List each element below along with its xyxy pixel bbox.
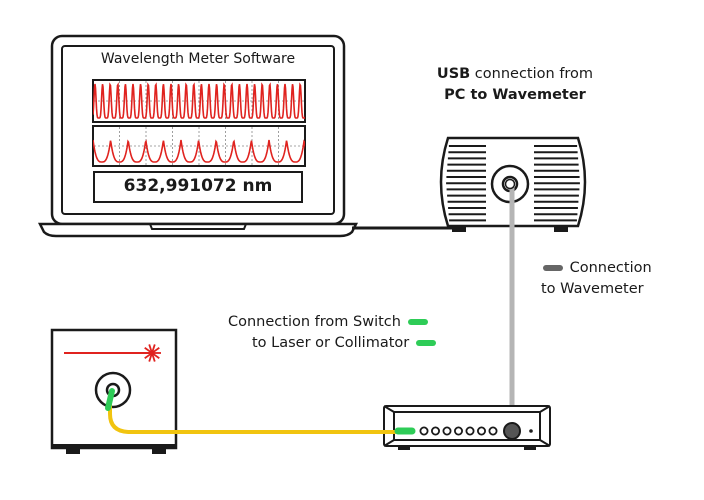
usb-label-line2: PC to Wavemeter: [444, 87, 586, 103]
laser-connector-green: [105, 388, 115, 411]
conn-switch-line2: to Laser or Collimator: [252, 335, 410, 351]
waveform-panel-bottom: [92, 125, 306, 167]
laser-starburst-icon: [143, 344, 161, 362]
conn-switch-line1: Connection from Switch: [228, 314, 401, 330]
waveform-panel-top: [92, 79, 306, 123]
laser-fiber: [108, 394, 404, 434]
conn-wavemeter-line1: Connection: [569, 260, 652, 276]
wavelength-readout: 632,991072 nm: [123, 176, 273, 196]
usb-label-bold: USB: [436, 66, 471, 82]
readout-box: [93, 171, 303, 203]
gray-fiber-legend-icon: [543, 265, 563, 271]
conn-wavemeter-line2: to Wavemeter: [541, 281, 644, 297]
fiber-switch: [383, 405, 551, 450]
usb-connection-label: USB connection from PC to Wavemeter: [410, 64, 620, 106]
green-connector-legend-icon-2: [415, 340, 436, 346]
connection-to-wavemeter-label: Connection to Wavemeter: [541, 258, 701, 300]
waveform-top-signal: [93, 82, 305, 119]
software-title: Wavelength Meter Software: [100, 51, 296, 67]
usb-label-rest: connection from: [470, 66, 594, 82]
connection-from-switch-label: Connection from Switch to Laser or Colli…: [228, 312, 458, 354]
waveform-bottom-signal: [93, 139, 305, 163]
green-connector-legend-icon-1: [407, 319, 428, 325]
